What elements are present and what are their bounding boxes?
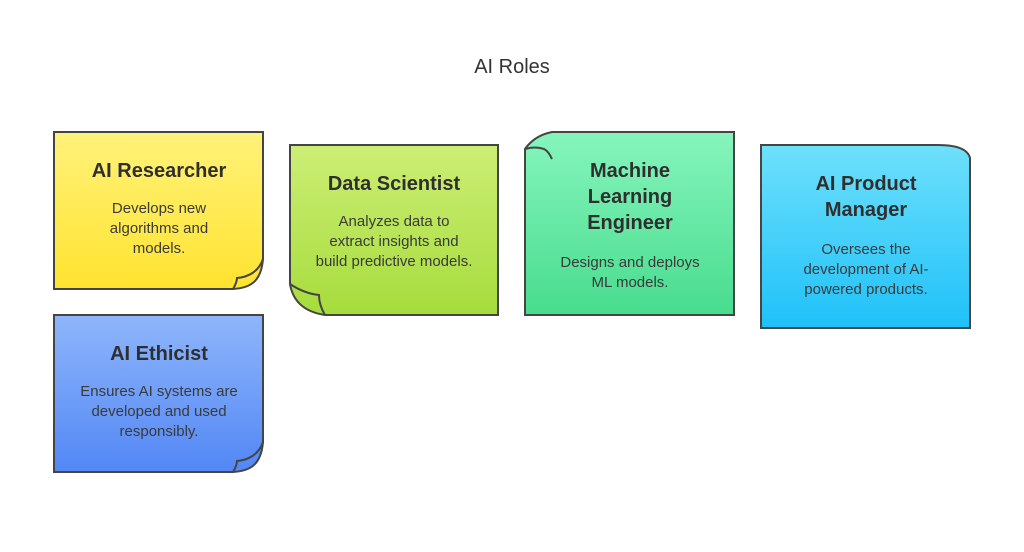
sticky-note-shape	[53, 314, 264, 473]
role-card-data-scientist: Data Scientist Analyzes data to extract …	[289, 144, 499, 316]
role-description: Ensures AI systems are developed and use…	[80, 383, 238, 440]
role-description: Designs and deploys ML models.	[560, 254, 700, 291]
role-description: Develops new algorithms and models.	[109, 200, 209, 257]
role-description: Oversees the development of AI-powered p…	[803, 241, 929, 298]
role-card-ai-ethicist: AI Ethicist Ensures AI systems are devel…	[53, 314, 265, 474]
role-title: AI Product Manager	[815, 173, 917, 221]
sticky-note-shape	[760, 144, 971, 329]
role-title: AI Ethicist	[110, 343, 208, 365]
role-title: Data Scientist	[327, 173, 461, 195]
role-card-ai-researcher: AI Researcher Develops new algorithms an…	[53, 131, 265, 291]
role-card-machine-learning-engineer: Machine Learning Engineer Designs and de…	[524, 131, 736, 316]
role-card-ai-product-manager: AI Product Manager Oversees the developm…	[760, 144, 972, 329]
sticky-note-shape	[524, 131, 735, 316]
page-title: AI Roles	[474, 56, 550, 78]
role-description: Analyzes data to extract insights and bu…	[315, 213, 473, 270]
sticky-note-shape	[53, 131, 264, 290]
sticky-note-shape	[289, 144, 499, 316]
role-title: AI Researcher	[91, 160, 227, 182]
role-title: Machine Learning Engineer	[587, 160, 673, 234]
